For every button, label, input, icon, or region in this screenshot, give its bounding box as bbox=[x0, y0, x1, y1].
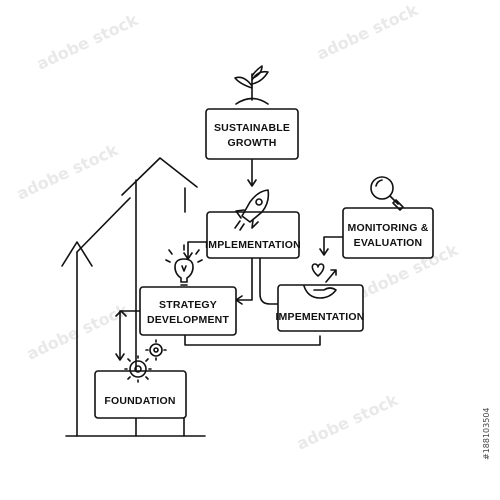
arrowhead bbox=[319, 248, 329, 256]
sustainable-growth-line2: GROWTH bbox=[227, 137, 276, 149]
implementation-box bbox=[206, 211, 300, 259]
sustainable-growth-box bbox=[205, 108, 299, 160]
arrowhead bbox=[247, 179, 257, 187]
monitoring-evaluation-line1: MONITORING & bbox=[348, 222, 429, 234]
growth-arrows bbox=[61, 157, 206, 437]
implementation-node: IMPLEMENTATION bbox=[205, 189, 301, 259]
watermark-text: adobe stock bbox=[294, 390, 402, 454]
arrowhead bbox=[115, 353, 125, 361]
arrowhead bbox=[115, 310, 127, 317]
left-arrow-head bbox=[61, 241, 93, 267]
sustainable-growth-node: SUSTAINABLE GROWTH bbox=[205, 65, 299, 160]
strategy-development-node: STRATEGY DEVELOPMENT bbox=[139, 244, 237, 336]
watermark-text: adobe stock bbox=[314, 0, 422, 64]
magnifier-icon bbox=[370, 176, 404, 211]
gears-icon bbox=[124, 339, 167, 383]
middle-arrow-head bbox=[121, 157, 198, 196]
lightbulb-icon bbox=[165, 244, 203, 286]
strategy-development-line2: DEVELOPMENT bbox=[147, 314, 230, 326]
impementation-label: IMPEMENTATION bbox=[275, 311, 364, 323]
rocket-icon bbox=[234, 189, 270, 231]
stock-id-text: #188103504 bbox=[482, 407, 491, 460]
foundation-node: FOUNDATION bbox=[94, 339, 187, 419]
foundation-label: FOUNDATION bbox=[104, 395, 175, 407]
sprout-icon bbox=[234, 65, 269, 105]
strategy-development-box bbox=[139, 286, 237, 336]
connectors bbox=[115, 159, 345, 361]
sustainable-growth-line1: SUSTAINABLE bbox=[214, 122, 290, 134]
monitoring-evaluation-node: MONITORING & EVALUATION bbox=[342, 176, 434, 259]
monitoring-evaluation-line2: EVALUATION bbox=[354, 237, 423, 249]
strategy-development-line1: STRATEGY bbox=[159, 299, 217, 311]
rising-line bbox=[76, 197, 131, 253]
impementation-box bbox=[277, 284, 364, 332]
heart-hand-icon bbox=[303, 263, 337, 299]
watermark-text: adobe stock bbox=[14, 140, 122, 204]
watermark-text: adobe stock bbox=[34, 10, 142, 74]
impementation-node: IMPEMENTATION bbox=[275, 263, 364, 332]
implementation-label: IMPLEMENTATION bbox=[205, 239, 301, 251]
monitoring-evaluation-box bbox=[342, 207, 434, 259]
